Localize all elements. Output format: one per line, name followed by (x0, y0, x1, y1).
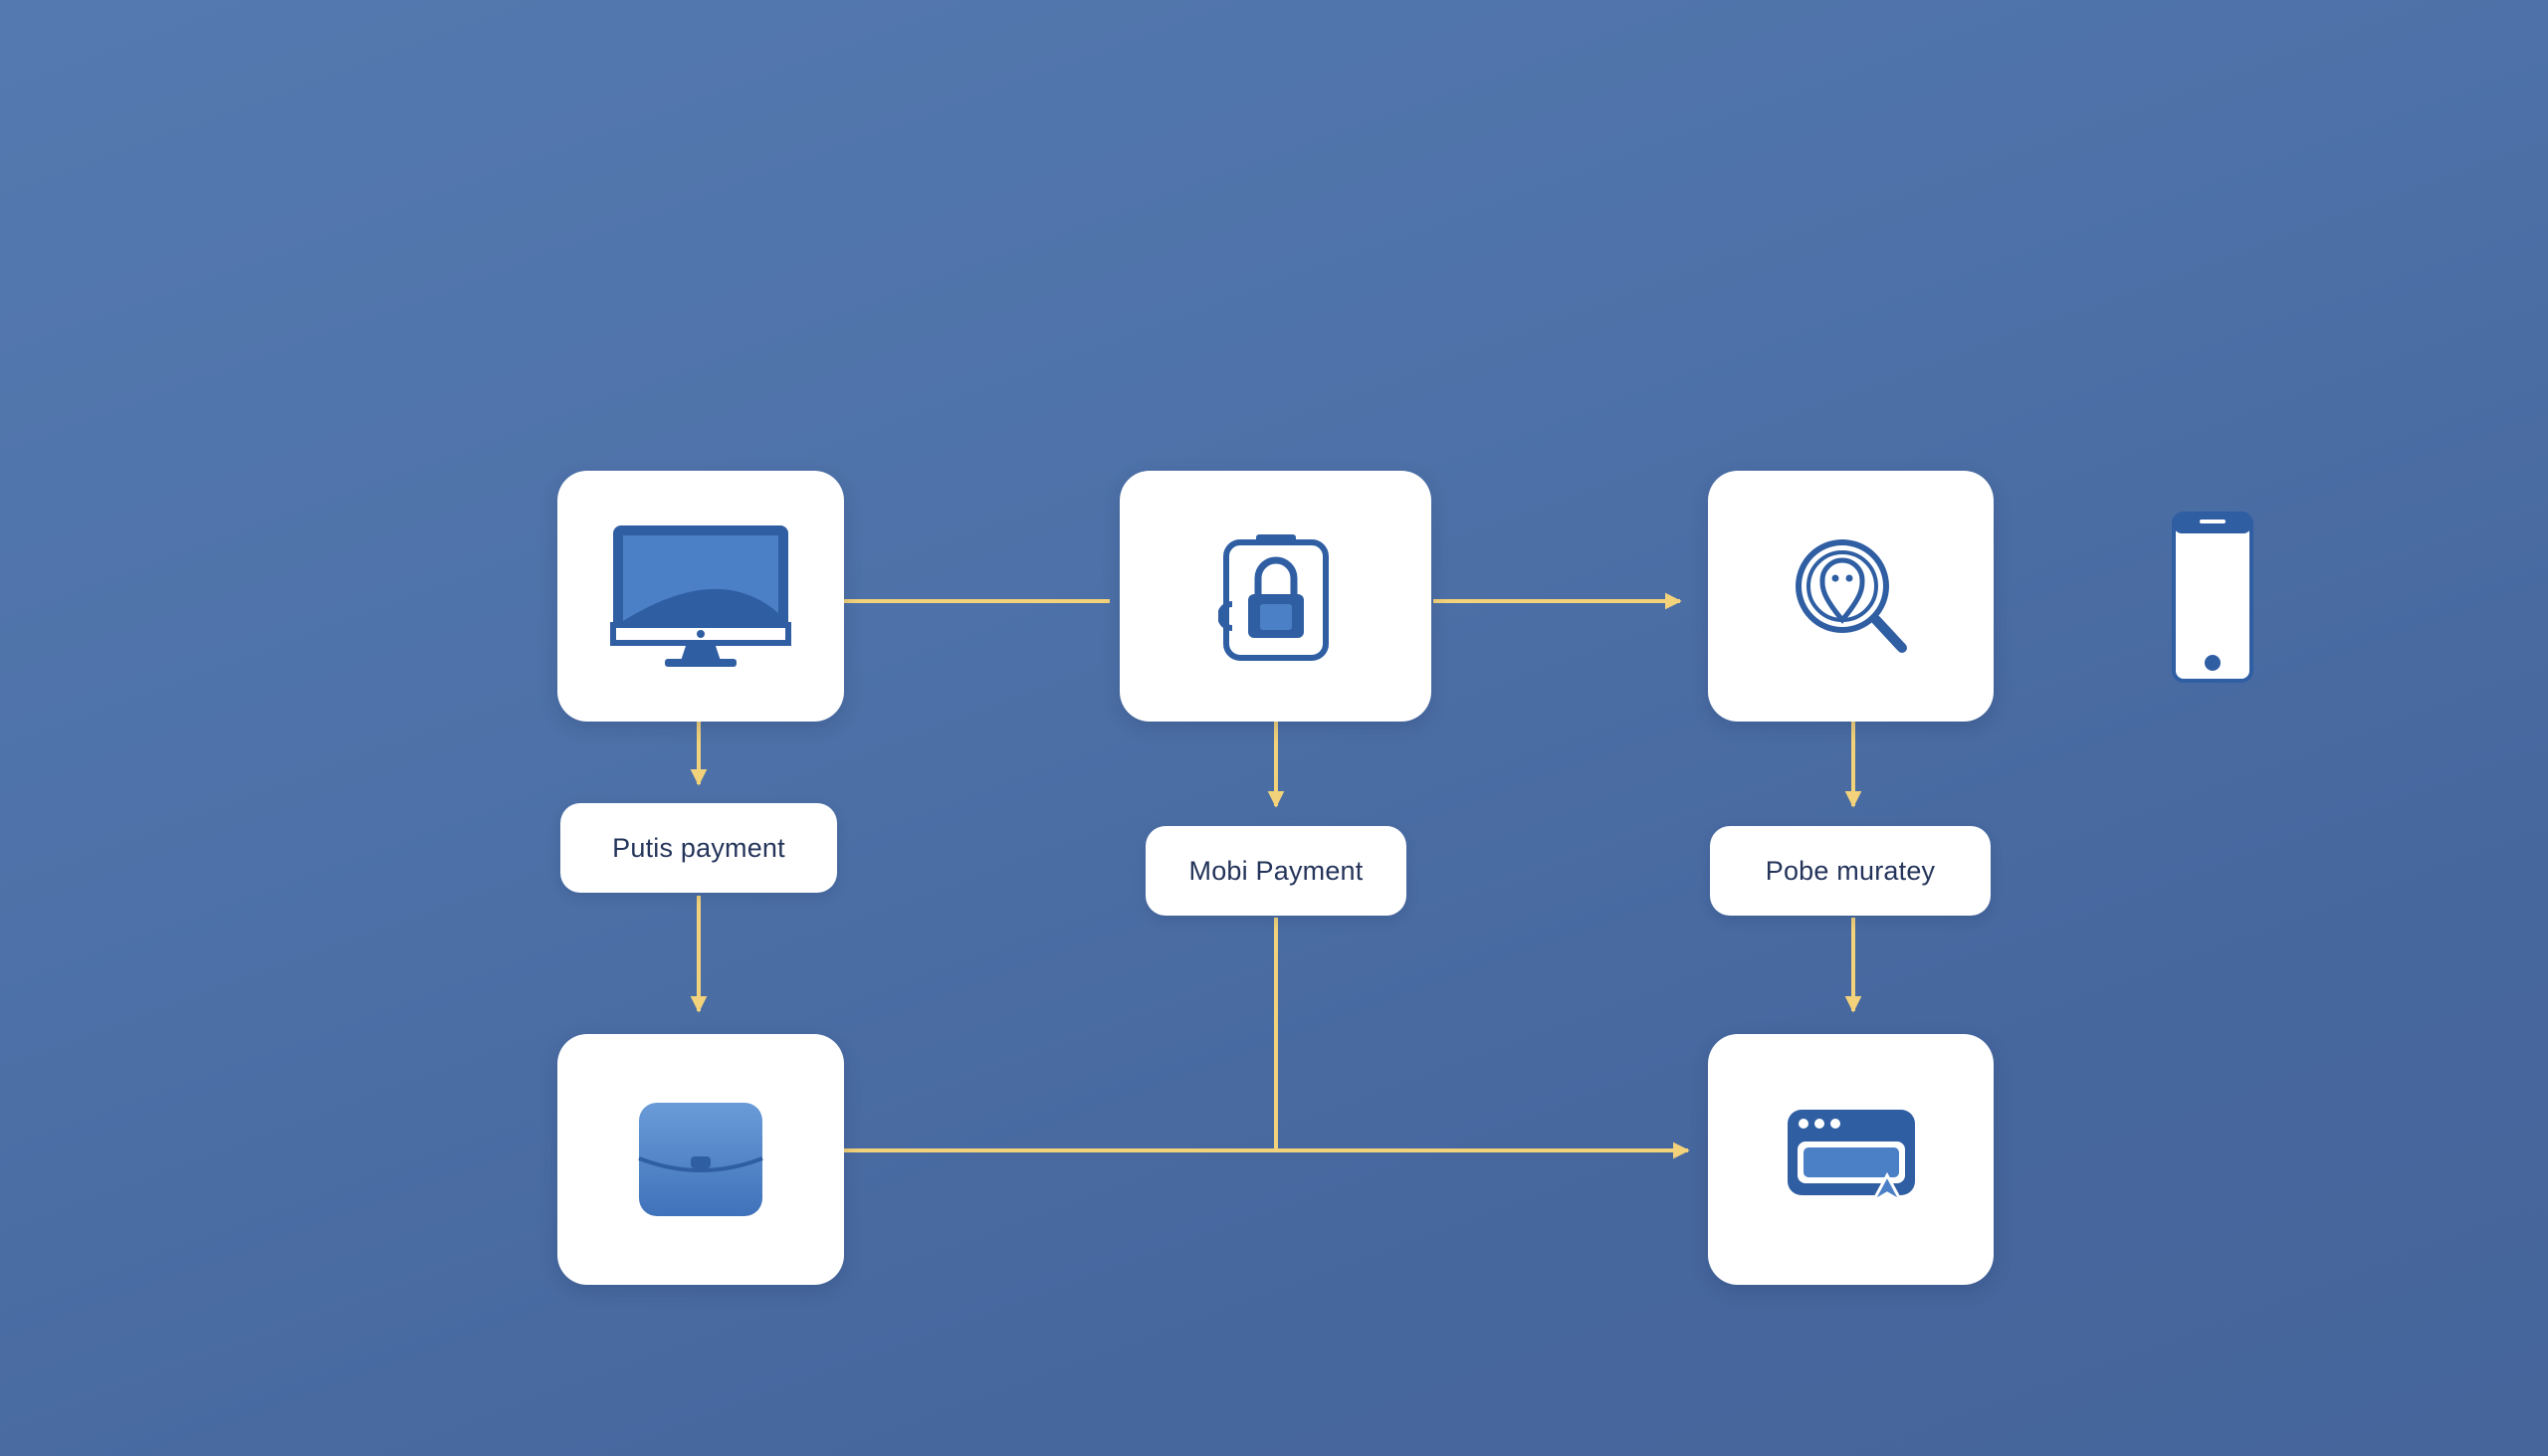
lock-node[interactable] (1120, 471, 1431, 722)
desktop-payment-label: Putis payment (560, 803, 837, 893)
padlock-icon (1217, 534, 1329, 661)
wallet-icon (638, 1103, 763, 1216)
wallet-node[interactable] (557, 1034, 844, 1285)
mobile-payment-label: Mobi Payment (1146, 826, 1406, 916)
browser-window-cursor-icon (1787, 1110, 1915, 1205)
location-search-icon (1795, 539, 1907, 653)
search-node[interactable] (1708, 471, 1994, 722)
search-payment-label: Pobe muratey (1710, 826, 1991, 916)
smartphone-node[interactable] (2170, 510, 2255, 685)
smartphone-icon (2172, 512, 2253, 683)
desktop-node[interactable] (557, 471, 844, 722)
monitor-icon (610, 525, 791, 667)
browser-node[interactable] (1708, 1034, 1994, 1285)
